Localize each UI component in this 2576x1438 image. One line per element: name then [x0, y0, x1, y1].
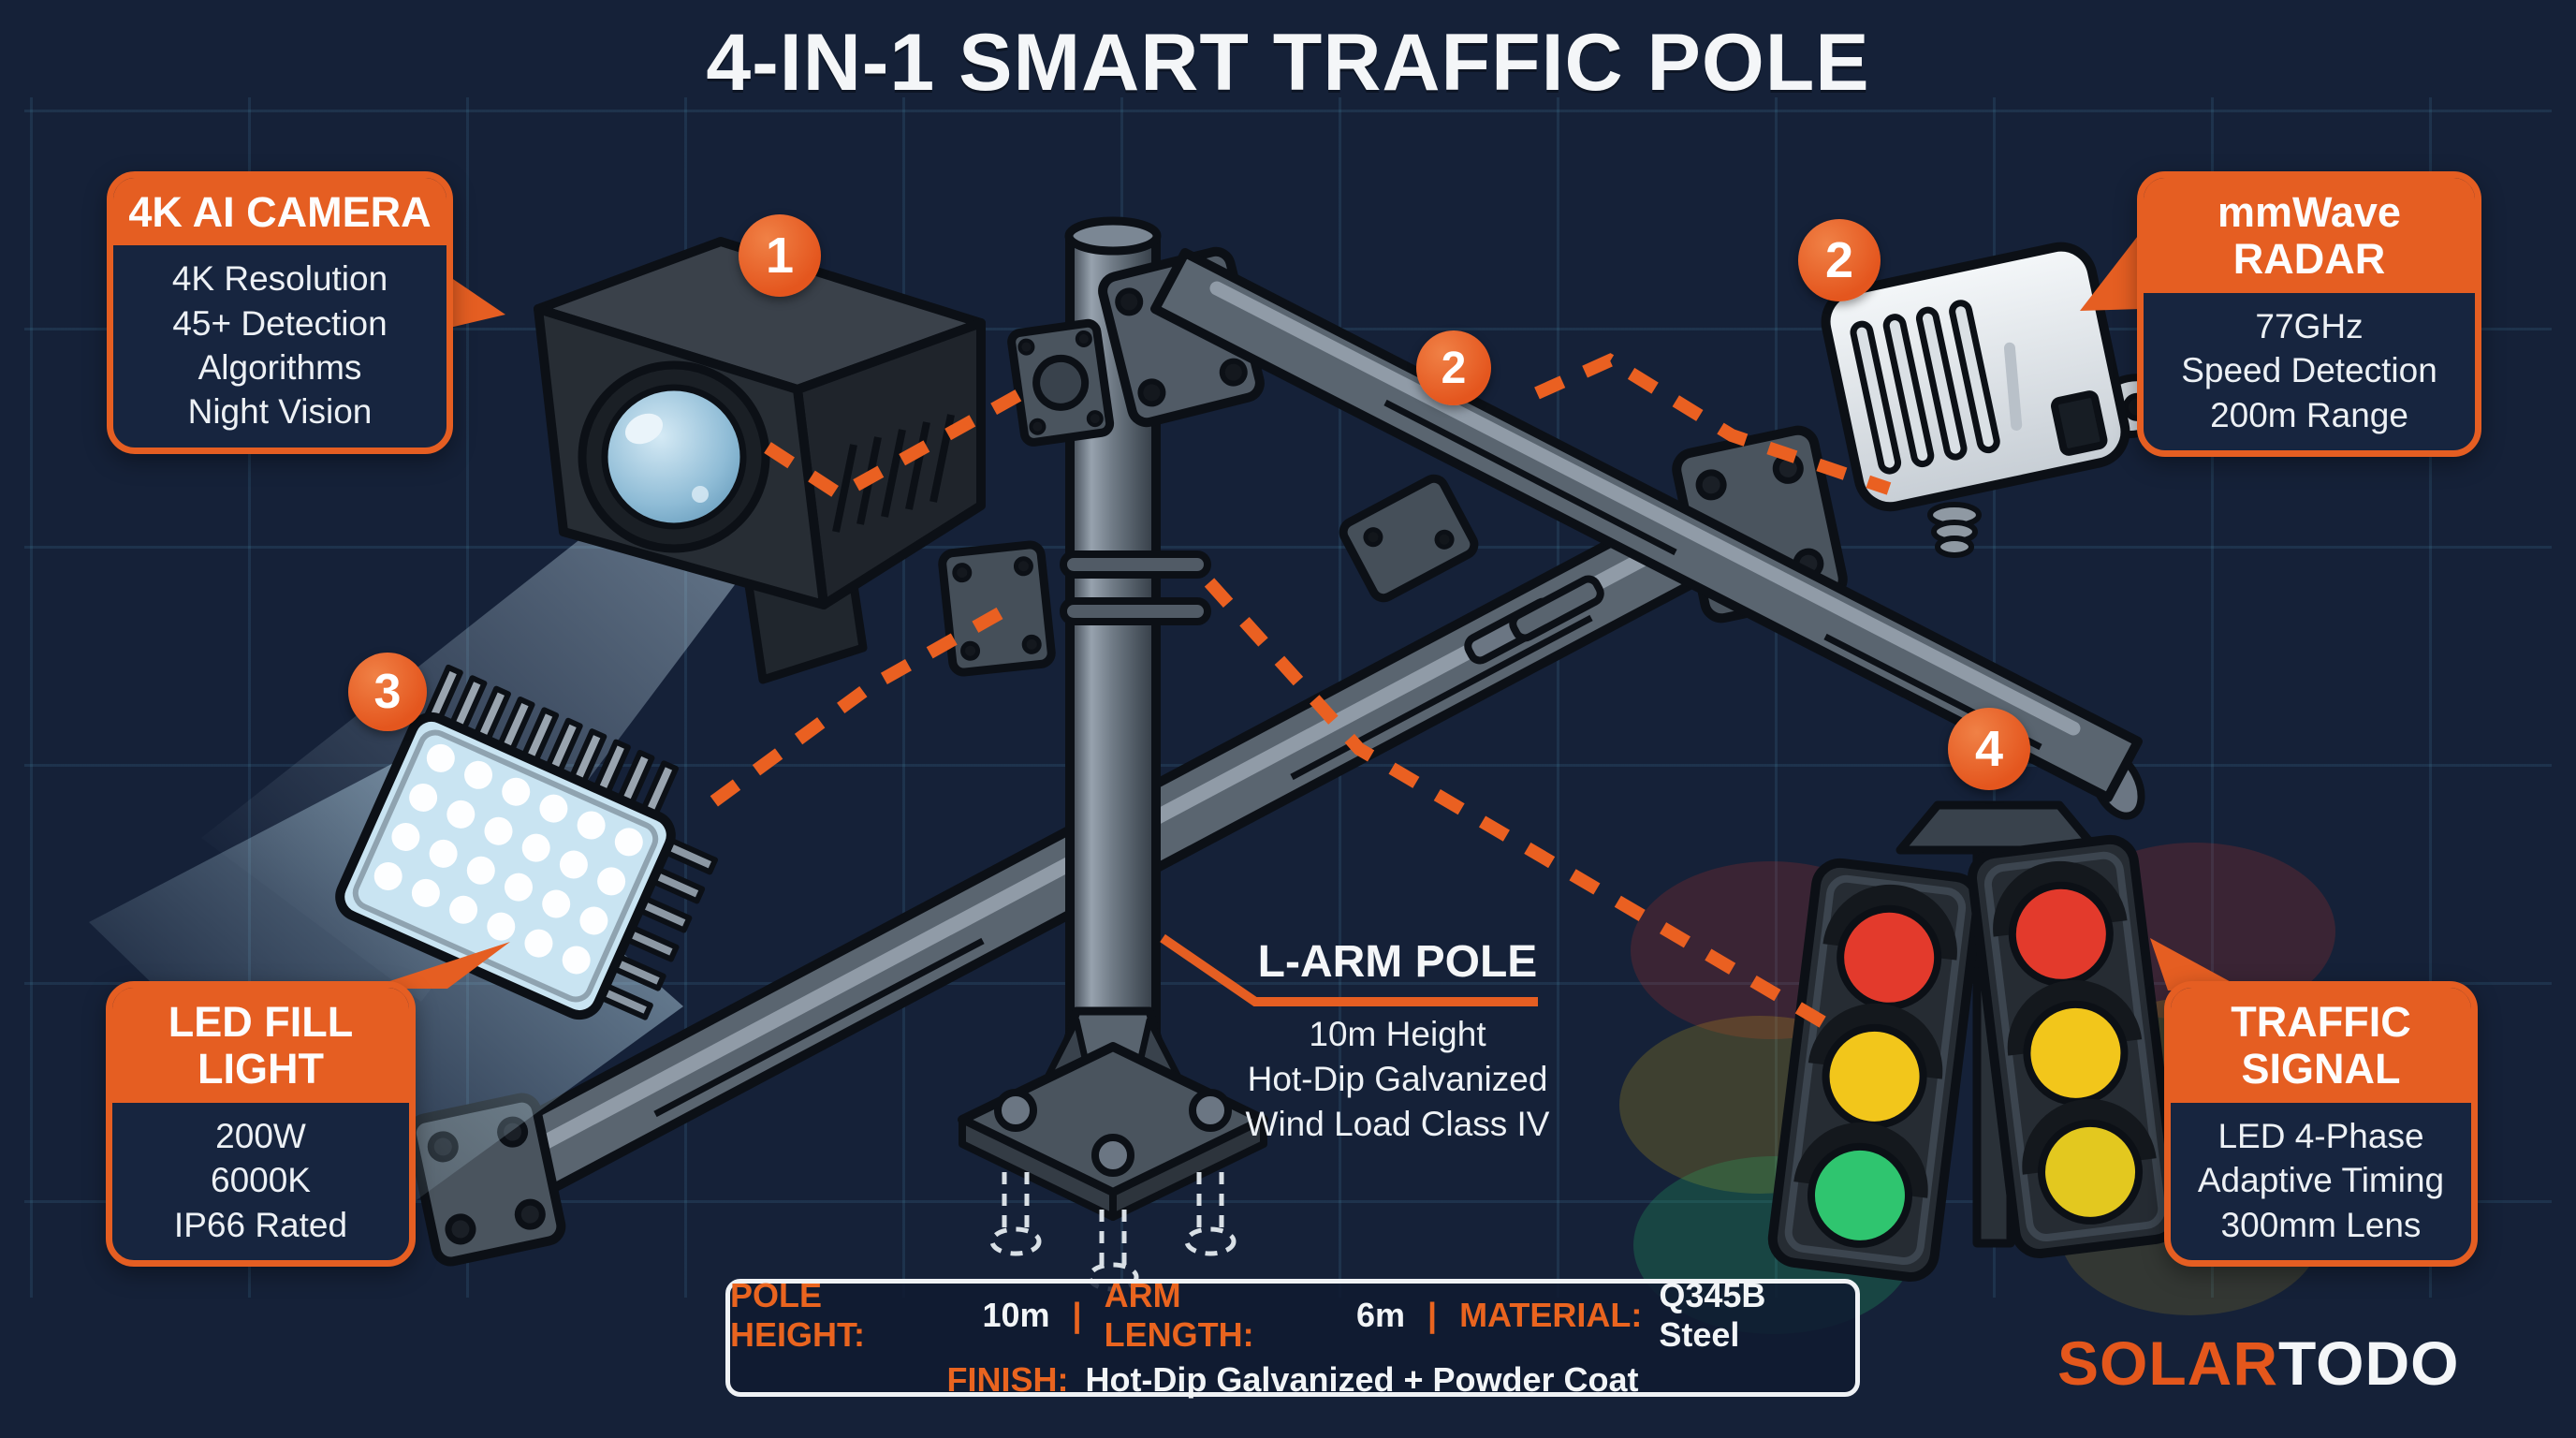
callout-radar-title: mmWave RADAR — [2144, 178, 2475, 293]
pole-label-block: L-ARM POLE 10m Height Hot-Dip Galvanized… — [1229, 936, 1566, 1147]
callout-led-fill-light: LED FILL LIGHT 200W 6000K IP66 Rated — [106, 981, 416, 1267]
callout-radar: mmWave RADAR 77GHz Speed Detection 200m … — [2137, 171, 2481, 457]
callout-signal-line: Adaptive Timing — [2197, 1161, 2445, 1200]
spec-finish-label: FINISH: — [946, 1360, 1069, 1399]
spec-separator: | — [1072, 1296, 1082, 1334]
spec-pole-height-value: 10m — [982, 1296, 1050, 1334]
spec-pole-height-label: POLE HEIGHT: — [730, 1276, 865, 1354]
pole-label-line: Wind Load Class IV — [1245, 1105, 1550, 1144]
signal-callout-pointer — [2150, 938, 2247, 990]
brand-logo: SOLARTODO — [2057, 1328, 2459, 1399]
anchor-bolts — [989, 1172, 1237, 1292]
callout-led-line: IP66 Rated — [173, 1205, 348, 1244]
spec-row-2: FINISH: Hot-Dip Galvanized + Powder Coat — [946, 1360, 1638, 1400]
spec-material-value: Q345B Steel — [1659, 1276, 1766, 1354]
callout-camera-line: 4K Resolution — [171, 259, 388, 299]
spec-row-1: POLE HEIGHT: 10m | ARM LENGTH: 6m | MATE… — [730, 1276, 1855, 1355]
badge-radar-2: 2 — [1798, 219, 1881, 301]
badge-camera-1: 1 — [739, 214, 821, 297]
pole-label-title: L-ARM POLE — [1257, 937, 1538, 987]
spec-finish-value: Hot-Dip Galvanized + Powder Coat — [1085, 1360, 1639, 1399]
brand-logo-solar: SOLAR — [2057, 1328, 2278, 1398]
badge-signal-4: 4 — [1948, 708, 2030, 790]
callout-pointers — [367, 232, 2247, 990]
badge-radar-2-arm: 2 — [1416, 330, 1491, 405]
callout-radar-line: 200m Range — [2210, 395, 2408, 434]
vertical-pole — [938, 216, 1268, 1221]
pole-label-line: 10m Height — [1309, 1015, 1486, 1053]
callout-camera-line: 45+ Detection Algorithms — [172, 303, 388, 388]
callout-camera-title: 4K AI CAMERA — [113, 178, 446, 246]
callout-camera-line: Night Vision — [187, 392, 373, 432]
spec-bar: POLE HEIGHT: 10m | ARM LENGTH: 6m | MATE… — [725, 1276, 1860, 1400]
led-callout-pointer — [367, 942, 510, 989]
callout-led-line: 200W — [215, 1116, 306, 1155]
spec-separator: | — [1427, 1296, 1438, 1334]
callout-traffic-signal: TRAFFIC SIGNAL LED 4-Phase Adaptive Timi… — [2164, 981, 2478, 1267]
callout-signal-title: TRAFFIC SIGNAL — [2171, 988, 2471, 1103]
spec-material-label: MATERIAL: — [1459, 1296, 1643, 1334]
callout-radar-line: Speed Detection — [2181, 351, 2437, 390]
callout-led-line: 6000K — [211, 1161, 311, 1200]
spec-arm-length-value: 6m — [1355, 1296, 1405, 1334]
page-title: 4-IN-1 SMART TRAFFIC POLE — [706, 18, 1870, 108]
brand-logo-todo: TODO — [2278, 1328, 2460, 1398]
camera-callout-pointer — [442, 271, 505, 330]
callout-radar-line: 77GHz — [2255, 306, 2364, 345]
connector-lines — [707, 353, 1892, 1034]
radar-illustration — [1821, 242, 2173, 558]
badge-led-3: 3 — [348, 653, 427, 731]
radar-callout-pointer — [2080, 232, 2141, 311]
callout-led-title: LED FILL LIGHT — [112, 988, 409, 1103]
pole-label-leader — [1160, 933, 1538, 1006]
pole-label-line: Hot-Dip Galvanized — [1247, 1060, 1548, 1099]
callout-signal-line: LED 4-Phase — [2217, 1116, 2424, 1155]
callout-camera: 4K AI CAMERA 4K Resolution 45+ Detection… — [107, 171, 453, 454]
callout-signal-line: 300mm Lens — [2220, 1205, 2422, 1244]
spec-arm-length-label: ARM LENGTH: — [1104, 1276, 1254, 1354]
